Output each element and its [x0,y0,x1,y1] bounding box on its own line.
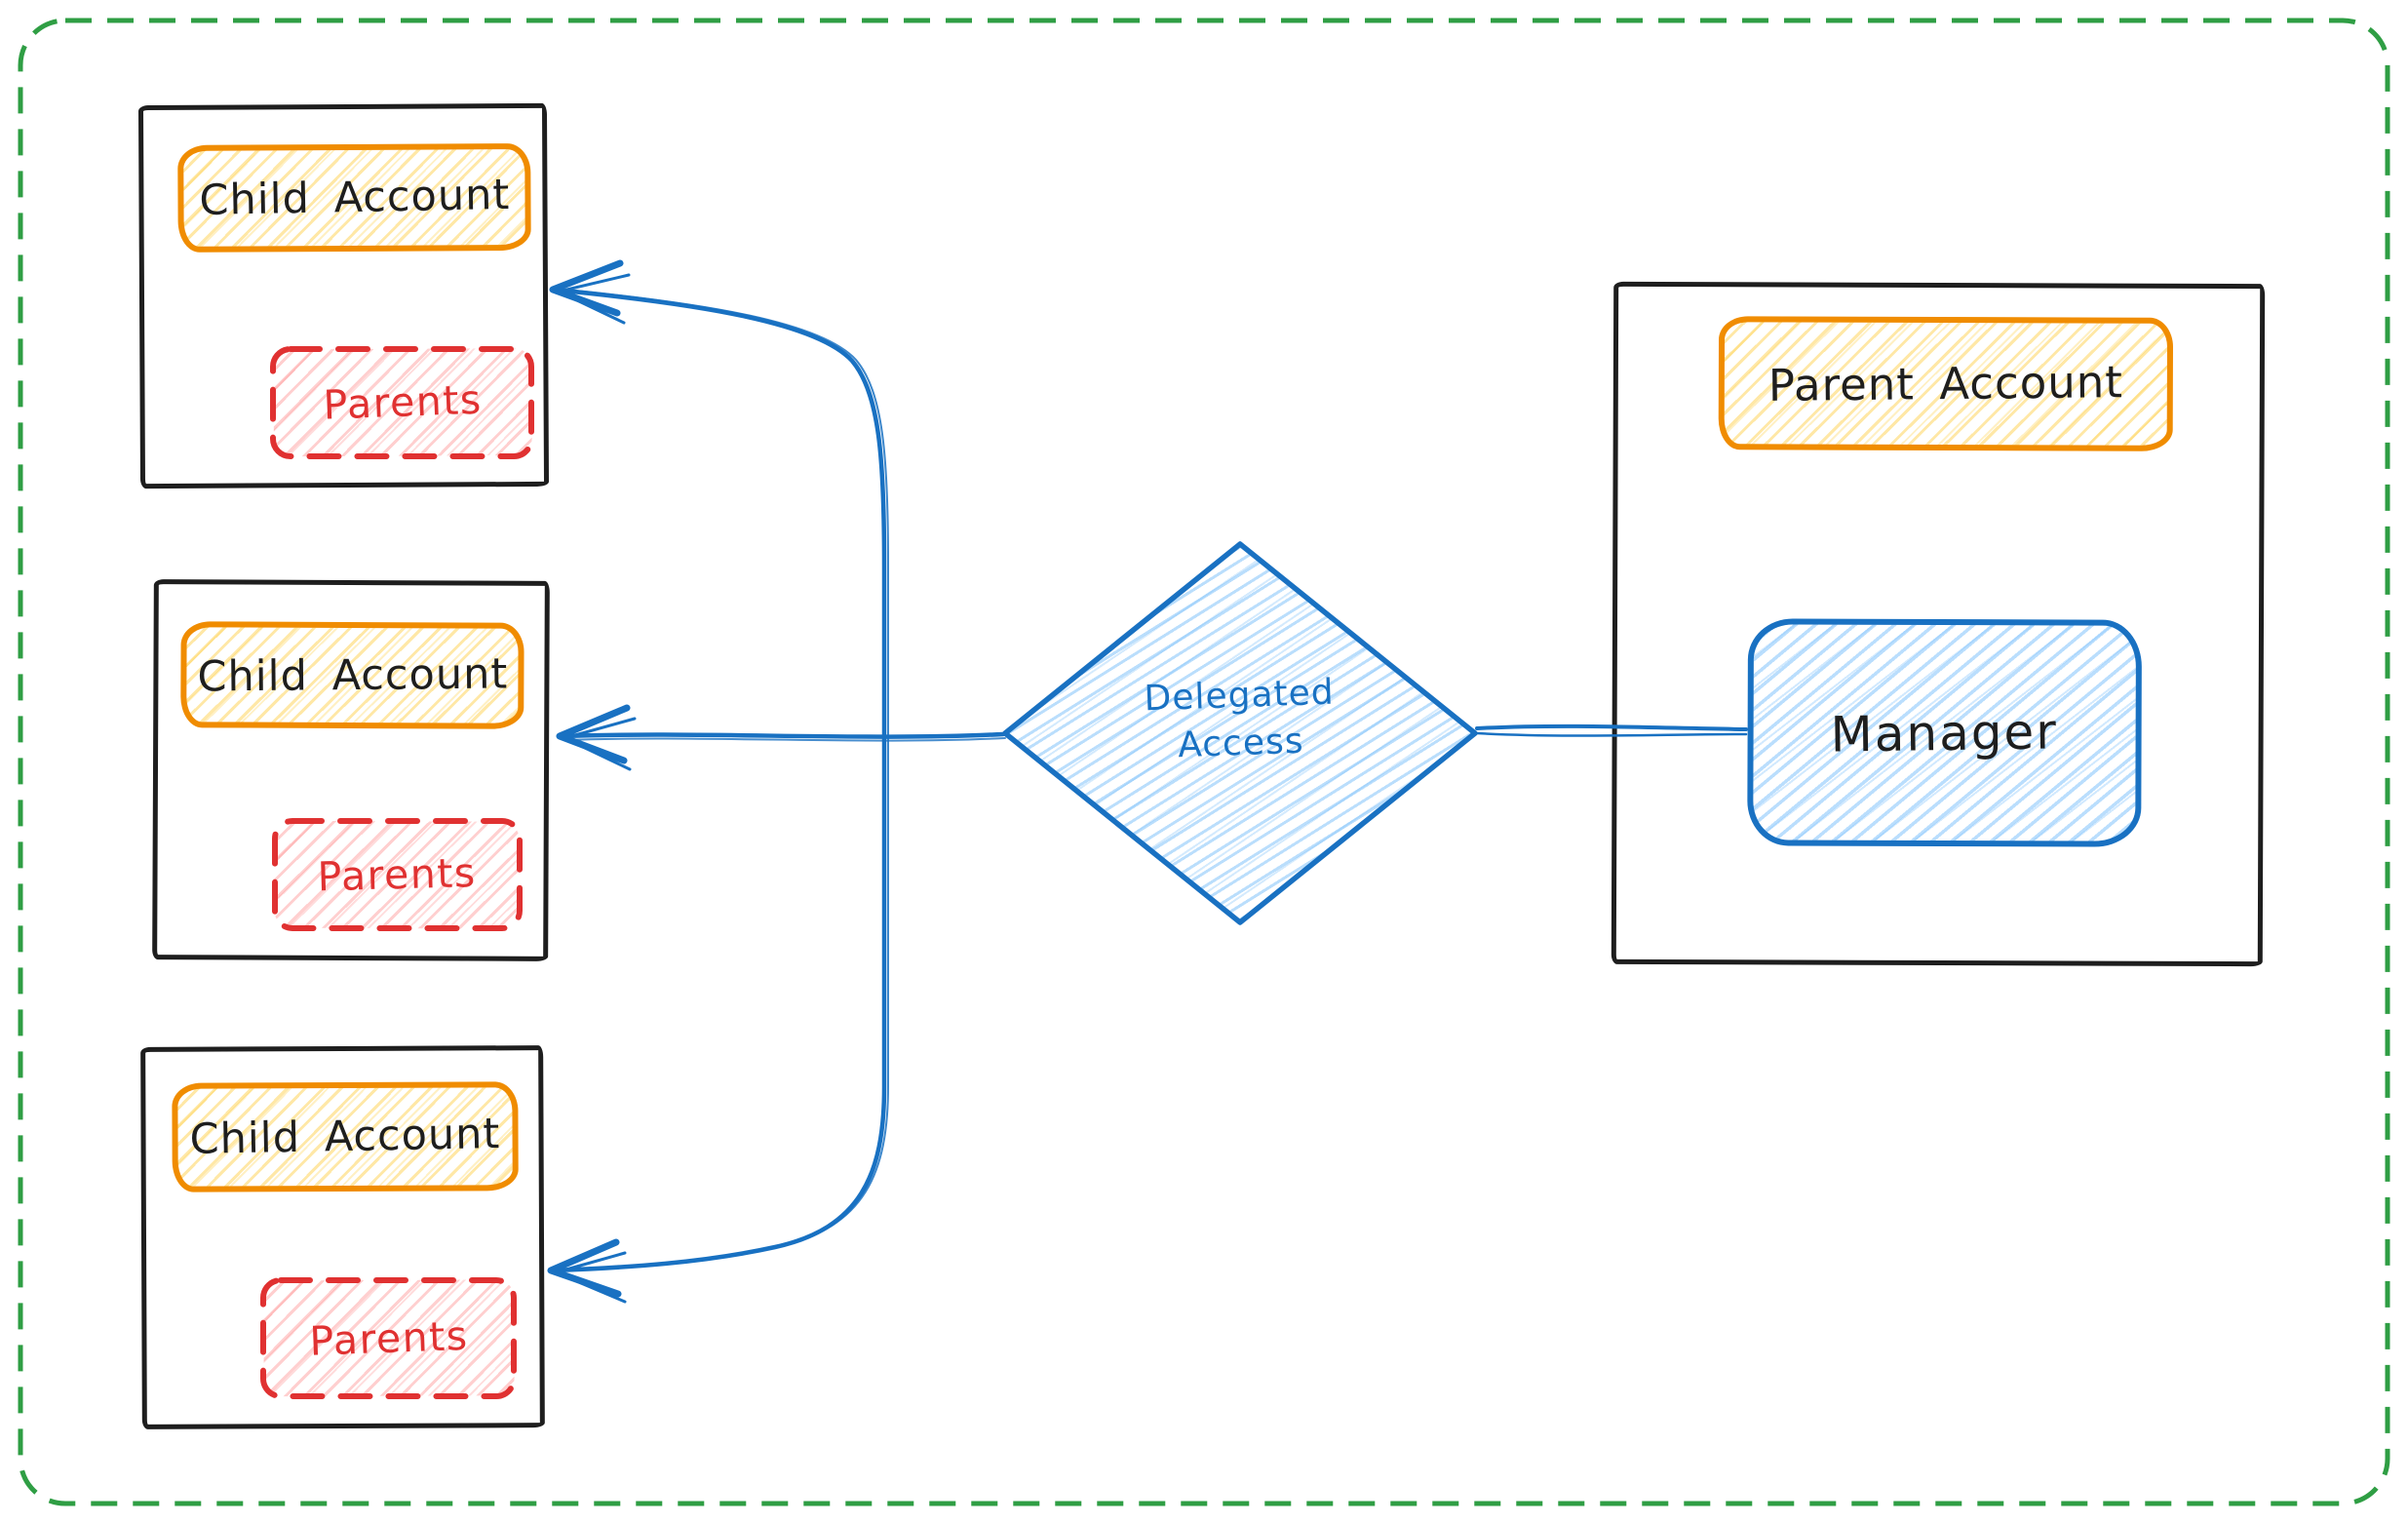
parent-account-pill: Parent Account [1718,316,2174,451]
parents-label-1: Parents [322,375,484,429]
arrowhead-child1 [549,259,624,317]
delegated-access-label: Delegated Access [1049,666,1430,774]
parents-box-2: Parents [274,820,520,929]
parents-box-3: Parents [263,1279,515,1397]
manager-label: Manager [1830,702,2059,763]
child-account-pill-3: Child Account [172,1081,519,1192]
arrowhead-child3 [547,1238,622,1298]
child-account-pill-2: Child Account [180,621,524,729]
parents-box-1: Parents [273,347,532,457]
arrow-to-child2-echo [563,737,1006,742]
child-account-label-2: Child Account [196,648,509,702]
child-account-pill-1: Child Account [177,142,531,253]
parent-account-box: Parent Account Manager [1611,281,2266,967]
child-account-box-1: Child Account Parents [137,102,550,489]
parent-account-label: Parent Account [1767,356,2124,411]
arrow-to-child2-shaft [559,731,1006,739]
child-account-label-1: Child Account [198,170,511,225]
arrow-trunk-echo [556,288,889,1270]
manager-node: Manager [1747,618,2143,847]
parents-label-2: Parents [316,849,478,901]
arrow-trunk-path [550,287,887,1273]
arrowhead-child2 [556,704,631,764]
arrowhead-child1-echo [557,273,631,325]
arrowhead-child3-echo [554,1251,627,1304]
arrowhead-child2-echo [563,717,637,771]
child-account-label-3: Child Account [189,1110,501,1164]
parents-label-3: Parents [308,1311,470,1365]
child-account-box-2: Child Account Parents [152,579,550,961]
child-account-box-3: Child Account Parents [140,1045,545,1429]
